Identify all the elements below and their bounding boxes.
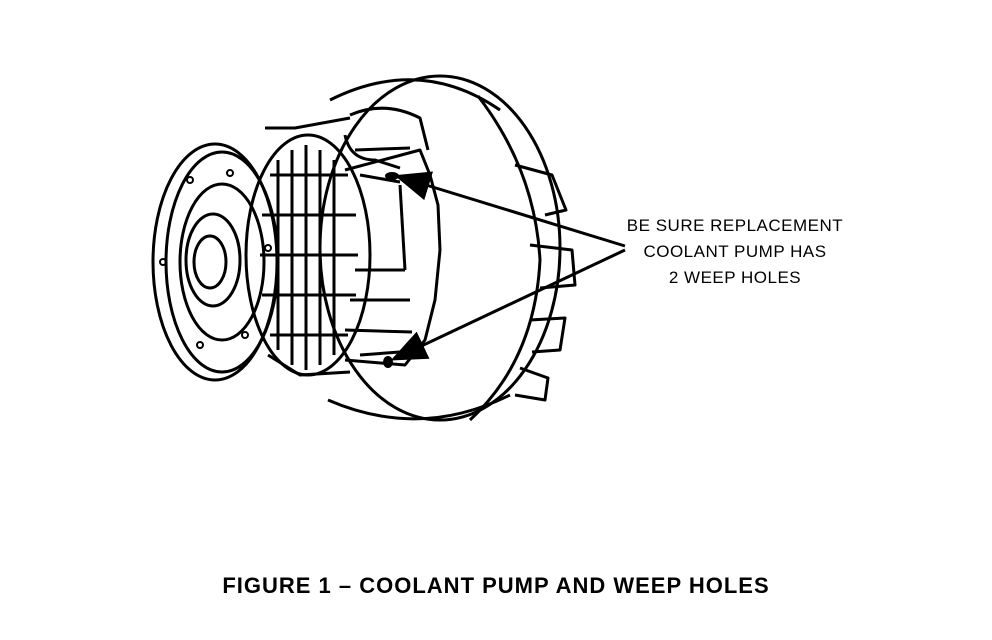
impeller-fins: [514, 163, 577, 402]
lower-arrow: [390, 248, 626, 361]
callout-text-line-1: BE SURE REPLACEMENT: [626, 216, 844, 235]
callout-text-line-3: 2 WEEP HOLES: [668, 268, 802, 287]
upper-arrow: [394, 171, 626, 248]
lower-weep-hole: [383, 356, 393, 368]
leader-arrows: [390, 171, 626, 361]
callout-text-line-2: COOLANT PUMP HAS: [643, 242, 827, 261]
pulley-flange: [151, 142, 280, 382]
upper-weep-hole: [385, 172, 399, 180]
flange-bolt-holes: [159, 169, 272, 349]
figure-caption: FIGURE 1 – COOLANT PUMP AND WEEP HOLES: [222, 573, 770, 598]
